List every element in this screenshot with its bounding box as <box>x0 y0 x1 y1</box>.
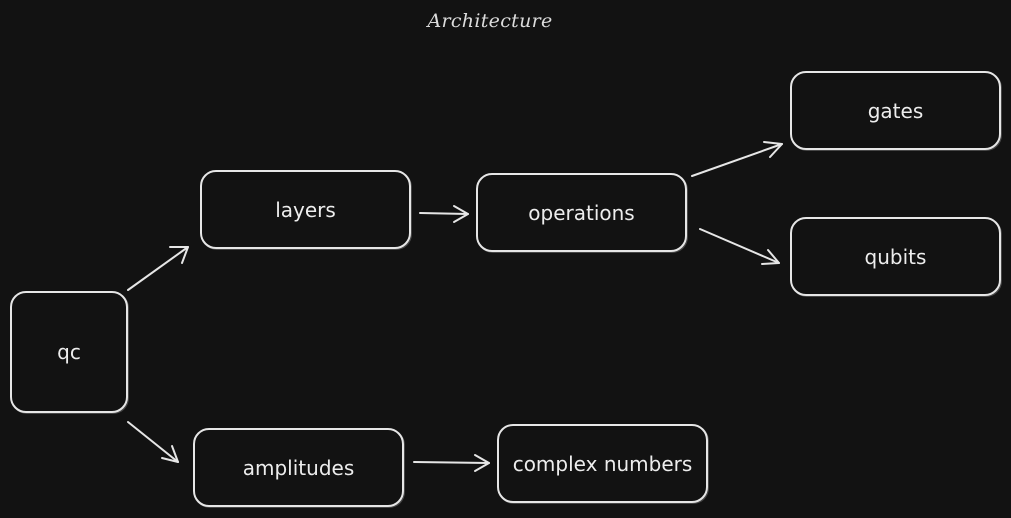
edge-operations-to-gates <box>691 141 783 177</box>
node-gates[interactable]: gates <box>790 71 1001 150</box>
edge-layers-to-operations <box>419 205 469 223</box>
diagram-title: Architecture <box>427 10 553 32</box>
node-complex-numbers[interactable]: complex numbers <box>497 424 708 503</box>
edge-qc-to-amplitudes <box>127 421 179 463</box>
edge-amplitudes-to-complex-numbers <box>413 454 490 472</box>
node-operations[interactable]: operations <box>476 173 687 252</box>
node-qc[interactable]: qc <box>10 291 128 413</box>
edge-operations-to-qubits <box>699 228 780 265</box>
edge-qc-to-layers <box>127 246 189 291</box>
node-qubits[interactable]: qubits <box>790 217 1001 296</box>
node-amplitudes[interactable]: amplitudes <box>193 428 404 507</box>
node-layers[interactable]: layers <box>200 170 411 249</box>
